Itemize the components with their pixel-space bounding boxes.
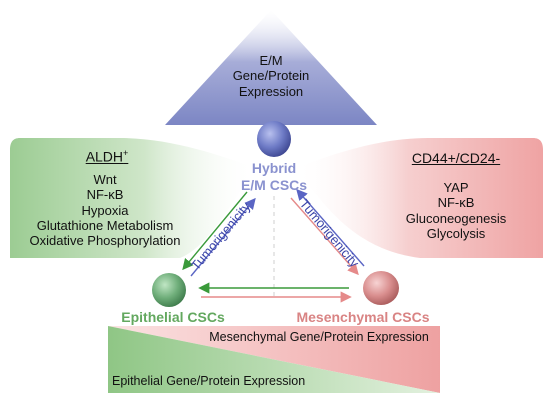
left-item: Wnt (93, 172, 117, 187)
arrow-hybrid-to-epithelial (182, 191, 248, 271)
arrow-epithelial-to-hybrid (190, 197, 256, 277)
left-panel-list: Wnt NF-κB Hypoxia Glutathione Metabolism… (2, 172, 208, 249)
top-line-1: E/M (259, 53, 283, 68)
hybrid-label: Hybrid E/M CSCs (214, 160, 334, 193)
right-item: Gluconeogenesis (405, 210, 507, 226)
hybrid-label-line2: E/M CSCs (240, 176, 308, 193)
top-expression-text: E/M Gene/Protein Expression (206, 53, 336, 99)
right-item: NF-κB (437, 195, 475, 211)
arrow-mesenchymal-to-hybrid (296, 188, 365, 267)
mesenchymal-csc-label: Mesenchymal CSCs (296, 309, 430, 325)
left-panel-title: ALDH+ (52, 148, 162, 165)
right-red-panel (296, 138, 543, 258)
epithelial-csc-label: Epithelial CSCs (121, 309, 225, 325)
mesenchymal-expression-label: Mesenchymal Gene/Protein Expression (209, 330, 429, 344)
top-line-3: Expression (238, 83, 304, 99)
hybrid-label-line1: Hybrid (251, 160, 297, 176)
epithelial-cell (152, 273, 186, 307)
top-expression-triangle (165, 10, 377, 125)
right-panel-list: YAP NF-κB Gluconeogenesis Glycolysis (391, 180, 521, 241)
hybrid-cell (257, 121, 291, 157)
epithelial-expression-wedge (108, 326, 440, 393)
aldh-title: ALDH (85, 148, 124, 165)
left-item: Glutathione Metabolism (36, 217, 174, 233)
left-item: Oxidative Phosphorylation (29, 233, 181, 249)
left-item: NF-κB (86, 187, 124, 203)
arrow-hybrid-to-mesenchymal (290, 197, 359, 276)
right-item: Glycolysis (426, 225, 486, 241)
top-line-2: Gene/Protein (232, 68, 310, 84)
aldh-superscript: + (123, 148, 129, 158)
epithelial-expression-label: Epithelial Gene/Protein Expression (112, 374, 306, 388)
left-green-panel (10, 138, 255, 258)
right-panel-title: CD44+/CD24- (411, 150, 501, 166)
right-item: YAP (443, 180, 469, 195)
mesenchymal-cell (363, 271, 399, 305)
left-item: Hypoxia (81, 202, 129, 218)
